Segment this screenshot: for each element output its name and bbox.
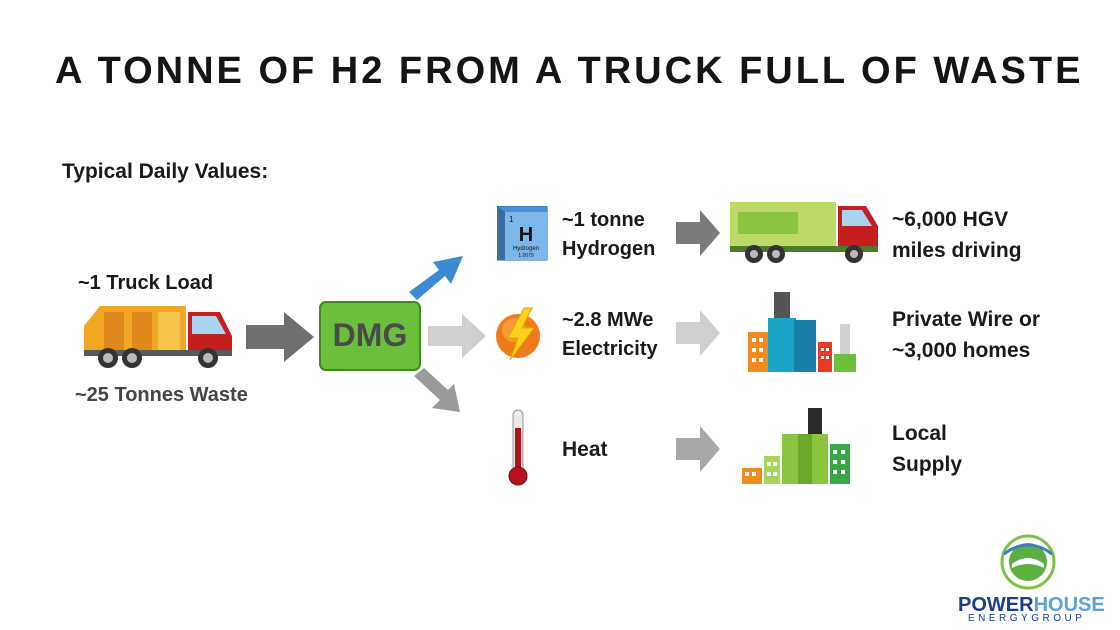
hgv-result-label: ~6,000 HGV miles driving bbox=[892, 208, 1022, 262]
heat-label: Heat bbox=[562, 438, 608, 461]
homes-result-label: Private Wire or ~3,000 homes bbox=[892, 308, 1041, 362]
arrow-input-to-dmg bbox=[246, 312, 314, 362]
lightning-icon bbox=[496, 307, 540, 361]
hydrogen-element-icon: 1 H Hydrogen 1.0079 bbox=[497, 206, 548, 261]
svg-text:H: H bbox=[519, 224, 533, 246]
svg-text:1: 1 bbox=[509, 215, 514, 224]
dmg-box: DMG bbox=[319, 301, 421, 371]
electricity-label: ~2.8 MWe Electricity bbox=[562, 309, 658, 360]
arrow-heat-to-supply bbox=[676, 426, 720, 472]
input-top-label: ~1 Truck Load bbox=[78, 272, 214, 294]
arrow-to-electricity bbox=[428, 314, 486, 358]
powerhouse-logo-icon bbox=[1000, 534, 1056, 590]
local-supply-label: Local Supply bbox=[892, 422, 963, 476]
page-title: A TONNE OF H2 FROM A TRUCK FULL OF WASTE bbox=[55, 50, 1084, 92]
svg-text:1.0079: 1.0079 bbox=[518, 253, 534, 259]
input-bottom-label: ~25 Tonnes Waste bbox=[75, 384, 248, 406]
arrow-to-heat bbox=[414, 368, 460, 412]
svg-text:Hydrogen: Hydrogen bbox=[513, 246, 539, 252]
arrow-hydrogen-to-hgv bbox=[676, 210, 720, 256]
arrow-electricity-to-homes bbox=[676, 310, 720, 356]
logo-subtext: ENERGYGROUP bbox=[968, 613, 1086, 624]
garbage-truck-icon bbox=[84, 306, 232, 368]
dmg-label: DMG bbox=[333, 317, 408, 353]
subtitle: Typical Daily Values: bbox=[62, 160, 269, 183]
hydrogen-label: ~1 tonne Hydrogen bbox=[562, 209, 656, 260]
city-power-icon bbox=[748, 292, 856, 372]
thermometer-icon bbox=[508, 409, 528, 486]
arrow-to-hydrogen bbox=[409, 256, 463, 300]
hgv-truck-icon bbox=[730, 202, 878, 263]
city-heat-icon bbox=[742, 408, 850, 484]
logo-text: POWERHOUSE bbox=[958, 594, 1105, 616]
